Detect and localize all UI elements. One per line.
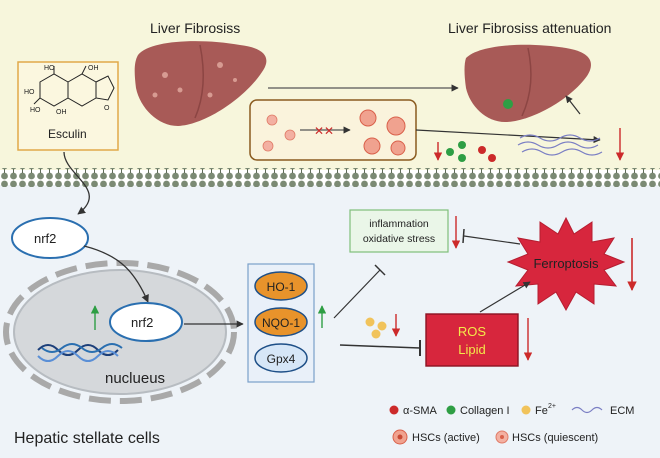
target-genes-box: HO-1 NQO-1 Gpx4 — [247, 263, 315, 383]
legend-fe-swatch — [521, 405, 531, 415]
hsc-quiescent-icon — [262, 114, 296, 152]
gene-nqo1-label: NQO-1 — [262, 316, 300, 330]
svg-text:OH: OH — [56, 109, 67, 116]
legend-sma-swatch — [389, 405, 399, 415]
inhibit-genes-to-ros — [339, 344, 421, 349]
svg-text:OH: OH — [88, 65, 99, 72]
svg-text:✕✕: ✕✕ — [314, 124, 334, 138]
inhibit-ferroptosis-to-inflammation — [463, 235, 521, 245]
inflammation-label: inflammation — [369, 218, 429, 230]
caption-hepatic-stellate-cells: Hepatic stellate cells — [14, 430, 160, 447]
nucleus-label: nuclueus — [105, 370, 165, 387]
arrow-esculin-to-cell — [63, 151, 90, 215]
ros-label: ROS — [458, 324, 487, 339]
arrow-to-ecm — [415, 129, 601, 144]
legend-ecm: ECM — [610, 405, 634, 417]
lipid-label: Lipid — [458, 342, 485, 357]
arrow-ros-to-ferroptosis — [479, 281, 531, 313]
inhibit-genes-to-inflammation — [333, 269, 381, 319]
legend-hsc-quiescent: HSCs (quiescent) — [512, 432, 598, 444]
legend-fe-superscript: 2+ — [548, 403, 556, 410]
up-arrow-to-liver — [565, 95, 581, 115]
ferroptosis-burst — [506, 216, 626, 312]
svg-text:HO: HO — [30, 107, 41, 114]
ferroptosis-label: Ferroptosis — [533, 256, 599, 271]
marker-dots — [446, 141, 496, 162]
legend: α-SMA Collagen I Fe 2+ ECM HSCs (active)… — [389, 403, 634, 445]
ros-lipid-box — [425, 313, 519, 367]
legend-hsc-active: HSCs (active) — [412, 432, 480, 444]
esculin-box: HO OH HO HO OH O Esculin — [17, 61, 119, 151]
oxidative-stress-label: oxidative stress — [363, 233, 435, 245]
liver-attenuated-image — [464, 44, 591, 122]
svg-text:O: O — [104, 105, 110, 112]
esculin-label: Esculin — [48, 127, 87, 141]
legend-sma: α-SMA — [403, 405, 438, 417]
legend-collagen: Collagen I — [460, 405, 510, 417]
gene-ho1 — [254, 271, 308, 301]
hsc-activation-box: ✕✕ — [249, 99, 417, 161]
nrf2-nucleus-node — [109, 302, 183, 342]
gene-ho1-label: HO-1 — [267, 280, 296, 294]
title-liver-fibrosis: Liver Fibrosiss — [150, 20, 240, 36]
svg-text:HO: HO — [24, 89, 35, 96]
inflammation-box — [349, 209, 449, 253]
gene-gpx4-label: Gpx4 — [267, 352, 296, 366]
ecm-fibers-icon — [517, 134, 603, 156]
arrow-nrf2-translocation — [83, 245, 149, 303]
nrf2-cytoplasm-label: nrf2 — [34, 231, 56, 246]
liver-fibrotic-image — [134, 41, 267, 126]
cell-membrane — [0, 168, 660, 187]
gene-gpx4 — [254, 343, 308, 373]
nrf2-nucleus-label: nrf2 — [131, 315, 153, 330]
svg-text:HO: HO — [44, 65, 55, 72]
legend-ecm-swatch — [571, 406, 603, 414]
legend-fe: Fe — [535, 405, 548, 417]
esculin-structure-icon — [33, 65, 115, 107]
legend-collagen-swatch — [446, 405, 456, 415]
gene-nqo1 — [254, 307, 308, 337]
iron-dots — [365, 317, 387, 339]
title-liver-fibrosis-attenuation: Liver Fibrosiss attenuation — [448, 20, 611, 36]
nrf2-cytoplasm-node — [11, 217, 89, 259]
hsc-active-icon — [359, 109, 406, 156]
dna-icon — [37, 343, 123, 362]
